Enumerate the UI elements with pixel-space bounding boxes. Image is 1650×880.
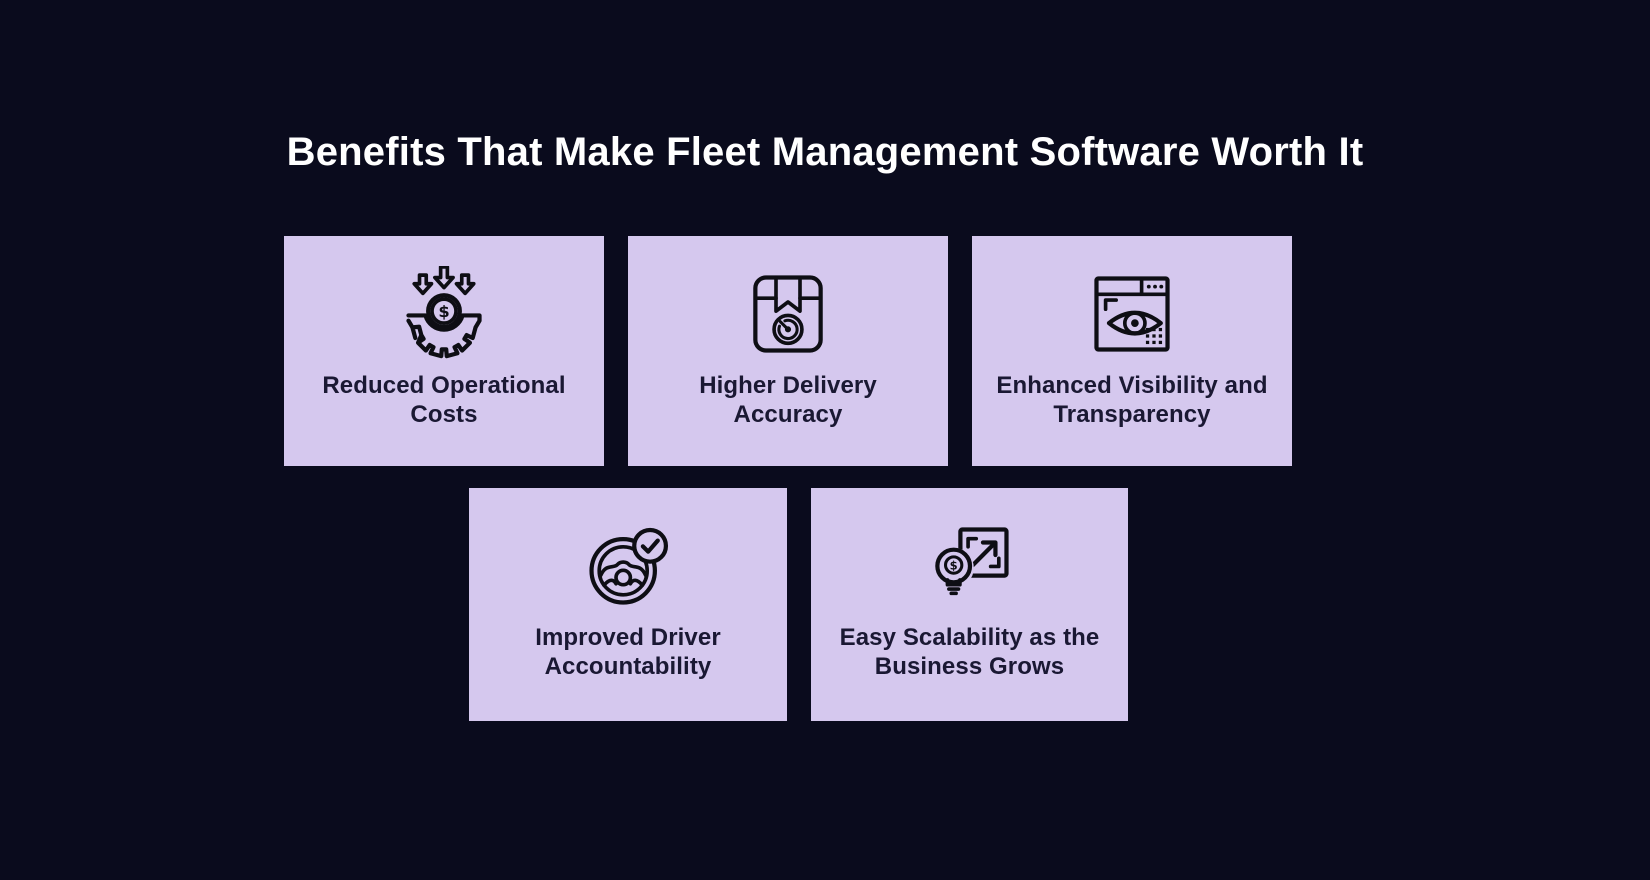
benefit-card-reduced-operational-costs: $ Reduced Operational Costs [284, 236, 604, 466]
card-label: Improved Driver Accountability [535, 623, 721, 681]
card-label: Reduced Operational Costs [322, 371, 565, 429]
card-label: Easy Scalability as the Business Grows [840, 623, 1100, 681]
card-label-line1: Reduced Operational [322, 372, 566, 399]
card-label-line1: Enhanced Visibility and [996, 372, 1268, 399]
card-label: Enhanced Visibility and Transparency [996, 371, 1267, 429]
card-label-line2: Transparency [1053, 401, 1211, 428]
card-label-line1: Higher Delivery [699, 372, 877, 399]
benefit-card-enhanced-visibility: Enhanced Visibility and Transparency [972, 236, 1292, 466]
svg-text:$: $ [438, 302, 449, 321]
scalability-icon: $ [922, 518, 1018, 614]
benefit-card-higher-delivery-accuracy: Higher Delivery Accuracy [628, 236, 948, 466]
benefit-card-improved-driver-accountability: Improved Driver Accountability [469, 488, 787, 721]
delivery-accuracy-icon [740, 266, 836, 362]
page-title: Benefits That Make Fleet Management Soft… [286, 129, 1364, 174]
card-label-line2: Accountability [544, 653, 712, 680]
card-label-line1: Easy Scalability as the [839, 624, 1100, 651]
driver-accountability-icon [580, 518, 676, 614]
visibility-icon [1084, 266, 1180, 362]
card-label-line2: Accuracy [733, 401, 843, 428]
cost-reduction-icon: $ [396, 266, 492, 362]
card-label-line2: Business Grows [874, 653, 1065, 680]
card-label-line2: Costs [410, 401, 478, 428]
svg-text:$: $ [949, 559, 957, 573]
benefit-card-easy-scalability: $ Easy Scalability as the Business Grows [811, 488, 1128, 721]
card-label: Higher Delivery Accuracy [699, 371, 877, 429]
card-label-line1: Improved Driver [535, 624, 721, 651]
